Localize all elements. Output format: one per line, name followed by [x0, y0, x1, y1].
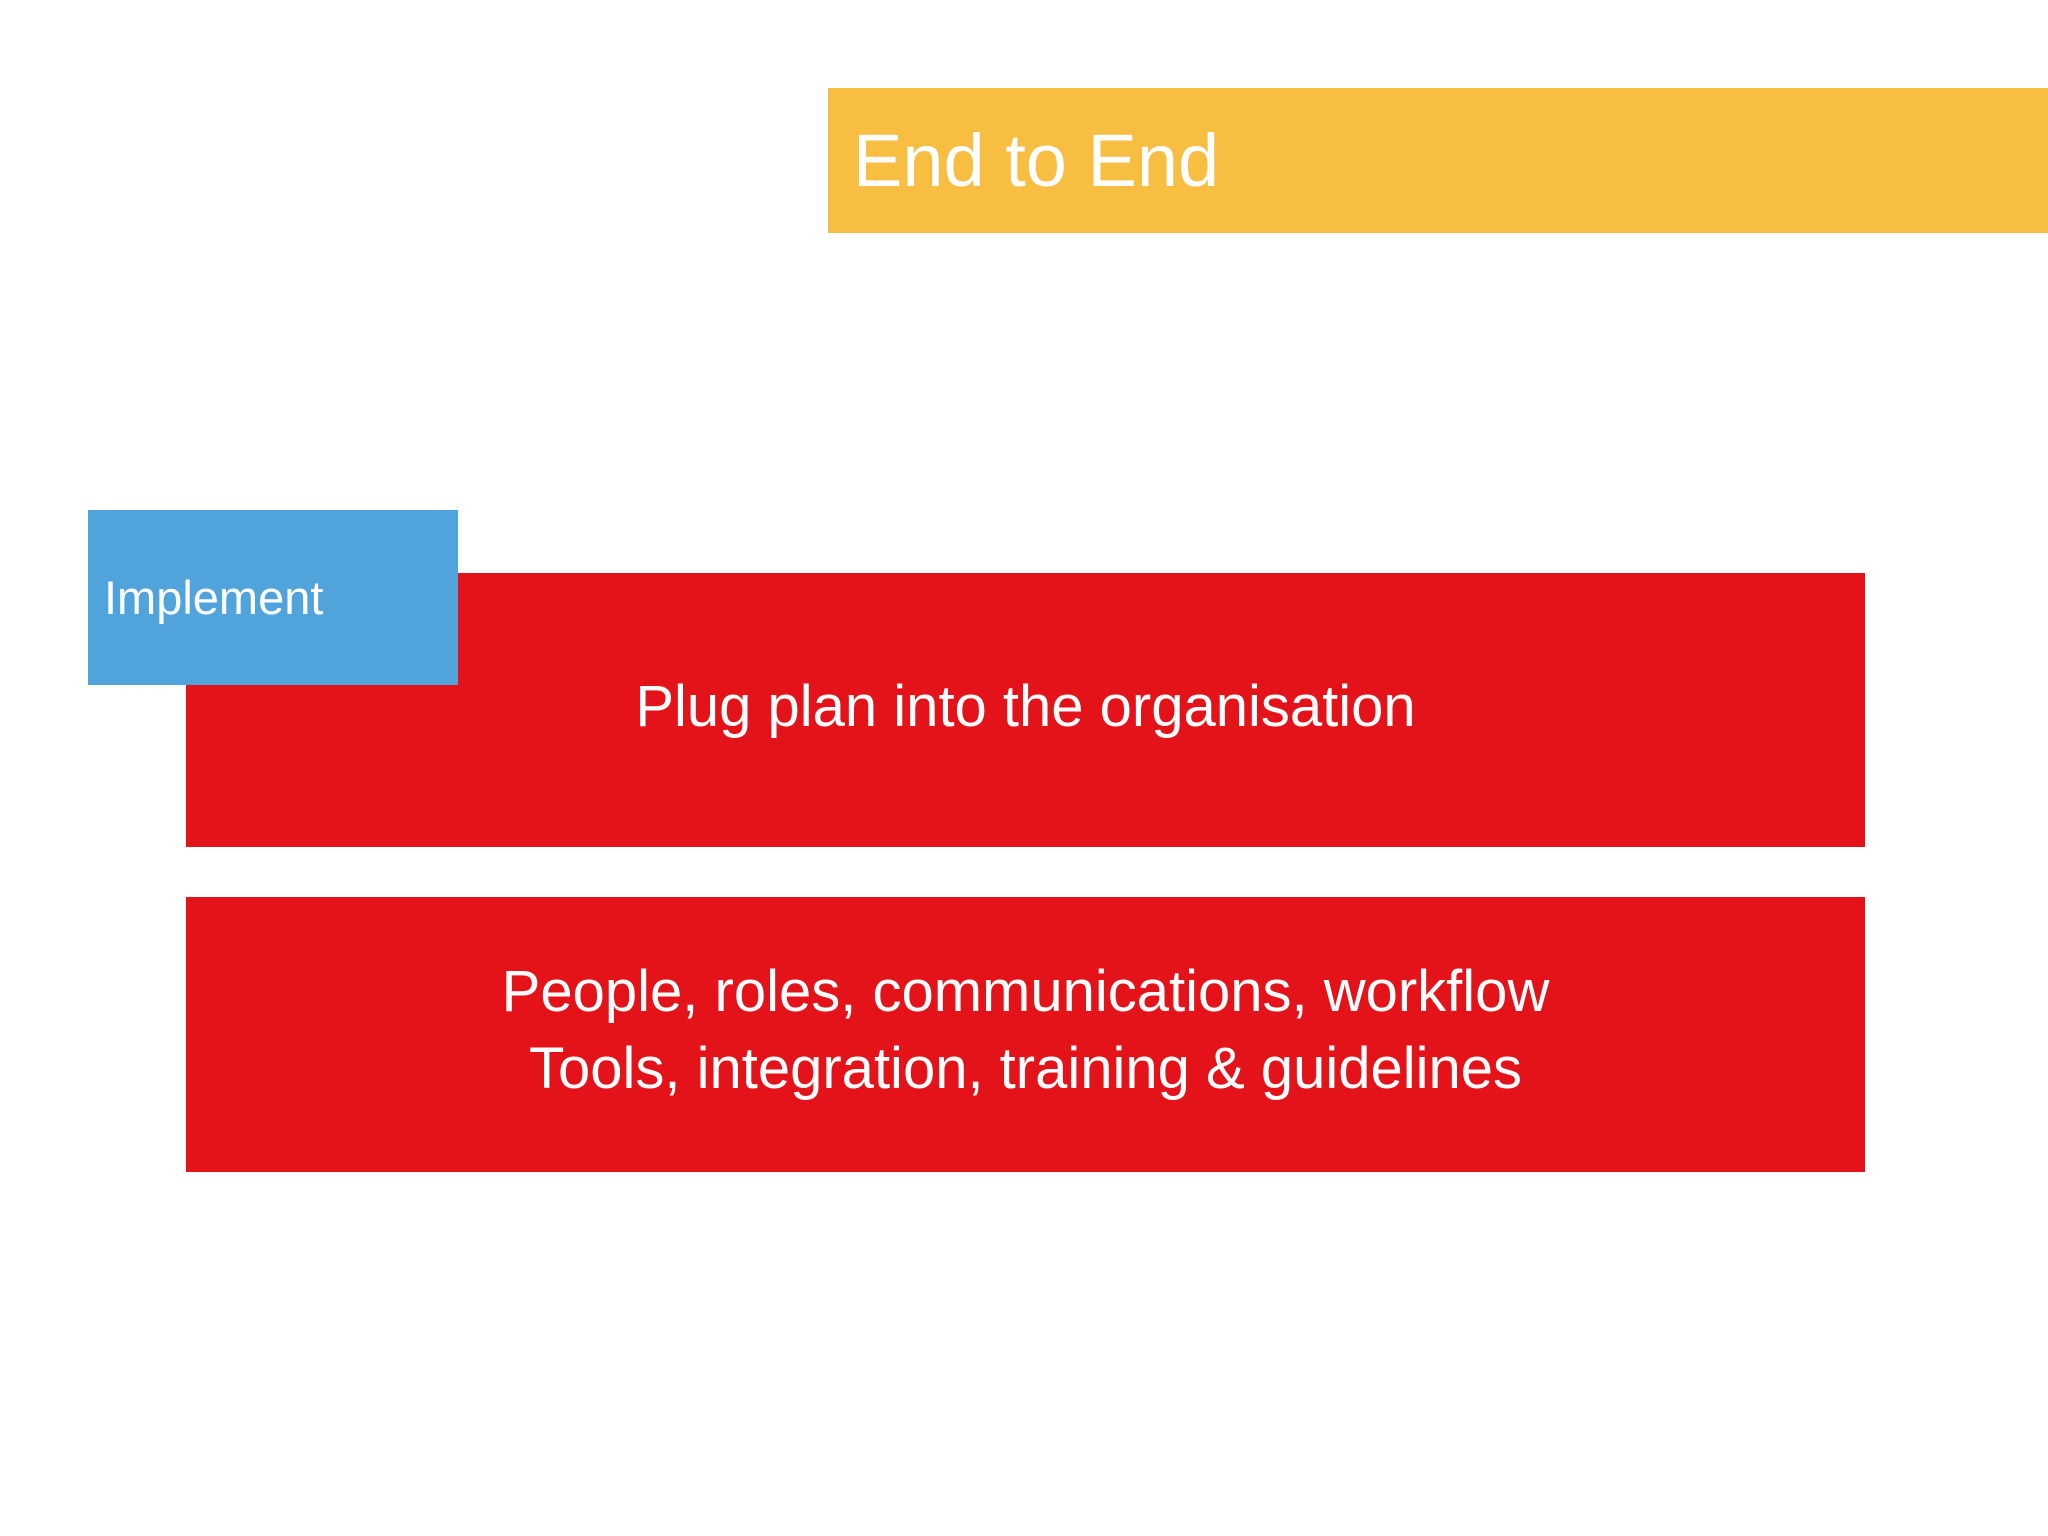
page-title: End to End [853, 118, 1220, 202]
stage-label-text: Implement [104, 571, 324, 624]
stage-label-implement: Implement [88, 510, 458, 685]
content-bar-2-line-1: People, roles, communications, workflow [501, 958, 1550, 1024]
content-bar-1-text: Plug plan into the organisation [186, 669, 1865, 746]
content-bar-2: People, roles, communications, workflow … [186, 897, 1865, 1172]
content-bar-1-line-1: Plug plan into the organisation [635, 673, 1416, 739]
content-bar-1: Plug plan into the organisation [186, 573, 1865, 847]
content-bar-2-text: People, roles, communications, workflow … [186, 954, 1865, 1107]
content-bar-2-line-2: Tools, integration, training & guideline… [528, 1035, 1523, 1101]
title-banner: End to End [828, 88, 2048, 233]
